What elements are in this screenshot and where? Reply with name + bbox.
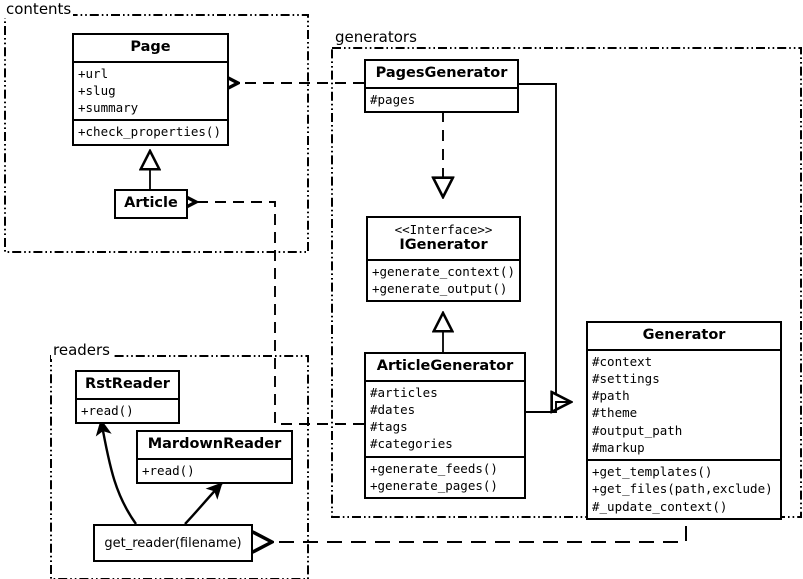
class-generator-methods: +get_templates() +get_files(path,exclude… [588,459,780,518]
class-page-attributes: +url +slug +summary [74,60,227,120]
attribute: #articles [370,384,438,400]
attribute: #pages [370,91,416,107]
class-pagesgenerator[interactable]: PagesGenerator #pages [364,59,519,113]
class-page[interactable]: Page +url +slug +summary +check_properti… [72,33,229,146]
class-pagesgenerator-attributes: #pages [366,86,517,111]
attribute: +summary [78,100,139,116]
package-label-contents: contents [4,0,74,18]
method: +get_templates() [592,464,713,480]
package-label-readers: readers [51,341,112,359]
method: +generate_output() [372,280,508,296]
attribute: #categories [370,436,453,452]
class-rstreader-methods: +read() [77,397,178,422]
class-rstreader-name: RstReader [85,376,170,392]
package-label-generators: generators [333,28,419,46]
attribute: #markup [592,439,645,455]
class-mardownreader[interactable]: MardownReader +read() [136,430,293,484]
attribute: +slug [78,82,116,98]
attribute: +url [78,65,109,81]
class-articlegenerator[interactable]: ArticleGenerator #articles #dates #tags … [364,352,526,500]
class-page-methods: +check_properties() [74,119,227,143]
relation-articlegenerator-extends-generator [526,401,572,413]
class-igenerator-label: IGenerator [399,237,488,253]
class-rstreader[interactable]: RstReader +read() [75,370,180,424]
method: #_update_context() [592,498,728,514]
class-generator-name: Generator [642,327,726,343]
method: +get_files(path,exclude) [592,481,773,497]
relation-pagesgenerator-extends-generator [519,83,572,402]
class-igenerator-stereotype: <<Interface>> [394,222,493,237]
method: +read() [142,462,195,478]
class-page-name: Page [130,39,171,55]
method: +generate_context() [372,263,515,279]
class-generator[interactable]: Generator #context #settings #path #them… [586,321,782,520]
attribute: #dates [370,401,416,417]
method: +generate_feeds() [370,460,498,476]
class-articlegenerator-methods: +generate_feeds() +generate_pages() [366,455,524,498]
class-mardownreader-methods: +read() [138,457,291,482]
class-article-name: Article [124,195,178,211]
method: +generate_pages() [370,477,498,493]
relation-get_reader-creates-mardownreader [184,482,223,525]
attribute: #settings [592,370,660,386]
class-article[interactable]: Article [114,189,188,219]
class-igenerator-methods: +generate_context() +generate_output() [368,258,519,301]
function-get-reader[interactable]: get_reader(filename) [93,524,253,562]
attribute: #output_path [592,422,683,438]
relation-get_reader-creates-rstreader [95,419,137,525]
class-igenerator-name: <<Interface>> IGenerator [368,218,519,259]
attribute: #path [592,388,630,404]
class-articlegenerator-attributes: #articles #dates #tags #categories [366,379,524,456]
method: +check_properties() [78,124,221,140]
attribute: #context [592,353,653,369]
class-igenerator[interactable]: <<Interface>> IGenerator +generate_conte… [366,216,521,303]
method: +read() [81,402,134,418]
class-articlegenerator-name: ArticleGenerator [376,358,514,374]
relation-articlegenerator-uses-article [196,202,364,425]
class-mardownreader-name: MardownReader [147,436,282,452]
attribute: #theme [592,405,638,421]
attribute: #tags [370,419,408,435]
class-generator-attributes: #context #settings #path #theme #output_… [588,348,780,460]
class-pagesgenerator-name: PagesGenerator [375,65,508,81]
